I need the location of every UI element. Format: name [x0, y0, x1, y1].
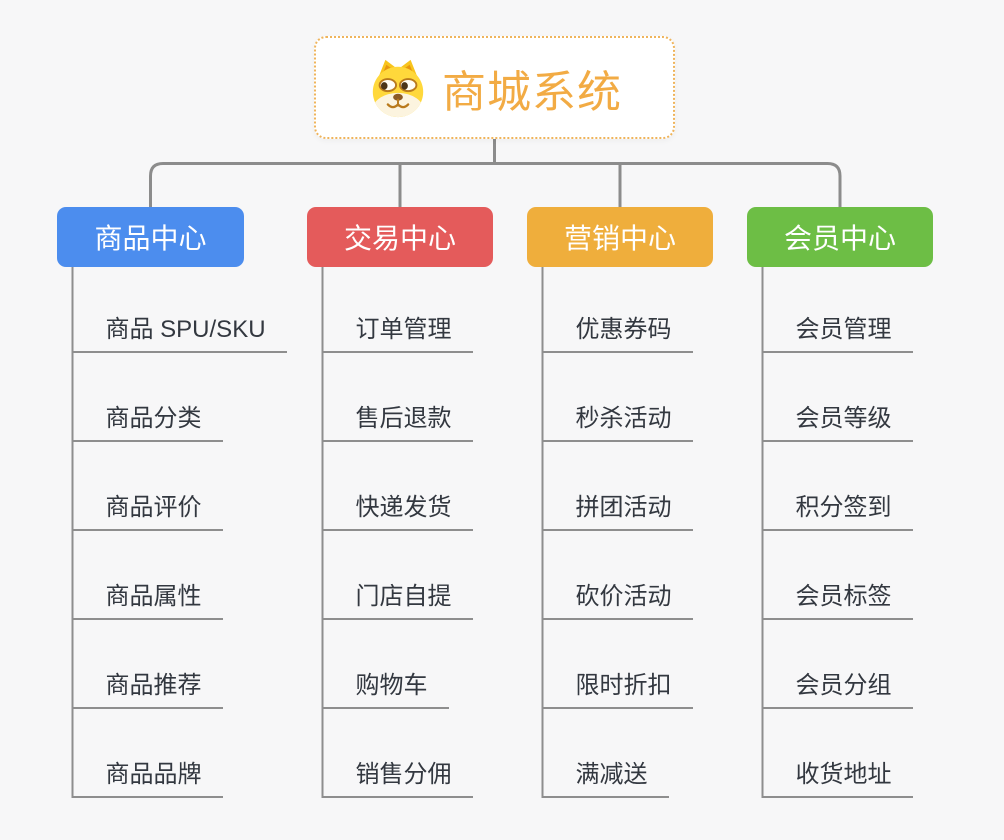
- subtopic-node[interactable]: 商品评价: [71, 493, 223, 531]
- subtopic-node[interactable]: 商品品牌: [71, 760, 223, 798]
- subtopic-node[interactable]: 购物车: [321, 671, 449, 709]
- subtopic-node[interactable]: 商品分类: [71, 404, 223, 442]
- subtopic-node[interactable]: 优惠券码: [541, 315, 693, 353]
- branch-label: 交易中心: [343, 223, 456, 254]
- branch-label: 商品中心: [94, 223, 207, 254]
- subtopic-node[interactable]: 会员等级: [761, 404, 913, 442]
- subtopic-node[interactable]: 秒杀活动: [541, 404, 693, 442]
- subtopic-node[interactable]: 订单管理: [321, 315, 473, 353]
- branch-node-trade-center[interactable]: 交易中心: [307, 207, 493, 267]
- subtopic-node[interactable]: 积分签到: [761, 493, 913, 531]
- subtopic-node[interactable]: 会员管理: [761, 315, 913, 353]
- subtopic-node[interactable]: 拼团活动: [541, 493, 693, 531]
- branch-label: 营销中心: [563, 223, 676, 254]
- branch-node-product-center[interactable]: 商品中心: [57, 207, 244, 267]
- branch-node-member-center[interactable]: 会员中心: [747, 207, 933, 267]
- root-node[interactable]: 商城系统: [314, 36, 675, 139]
- subtopic-node[interactable]: 限时折扣: [541, 671, 693, 709]
- branch-label: 会员中心: [783, 223, 896, 254]
- subtopic-node[interactable]: 商品 SPU/SKU: [71, 315, 287, 353]
- subtopic-node[interactable]: 满减送: [541, 760, 669, 798]
- subtopic-node[interactable]: 商品属性: [71, 582, 223, 620]
- subtopic-node[interactable]: 砍价活动: [541, 582, 693, 620]
- branch-rail-line: [149, 162, 842, 208]
- subtopic-node[interactable]: 销售分佣: [321, 760, 473, 798]
- subtopic-node[interactable]: 售后退款: [321, 404, 473, 442]
- subtopic-node[interactable]: 会员分组: [761, 671, 913, 709]
- subtopic-node[interactable]: 收货地址: [761, 760, 913, 798]
- subtopic-node[interactable]: 商品推荐: [71, 671, 223, 709]
- subtopic-node[interactable]: 门店自提: [321, 582, 473, 620]
- subtopic-node[interactable]: 会员标签: [761, 582, 913, 620]
- branch-node-marketing-center[interactable]: 营销中心: [527, 207, 713, 267]
- subtopic-node[interactable]: 快递发货: [321, 493, 473, 531]
- dog-face-icon: [372, 59, 424, 117]
- root-title: 商城系统: [442, 67, 622, 117]
